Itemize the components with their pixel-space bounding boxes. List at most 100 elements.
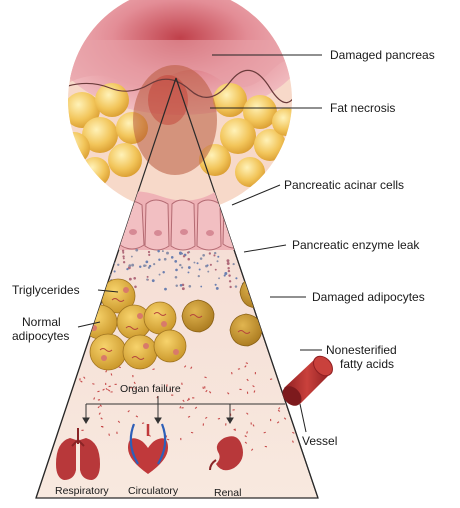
enzyme-particle	[193, 261, 196, 264]
fatty-acid-particle	[179, 406, 182, 409]
enzyme-particle	[227, 267, 230, 270]
label-damaged-pancreas: Damaged pancreas	[330, 48, 435, 62]
fatty-acid-particle	[264, 445, 268, 448]
enzyme-particle	[267, 282, 271, 286]
magnified-pancreas-circle	[68, 0, 292, 212]
fatty-acid-particle	[277, 409, 281, 412]
enzyme-particle	[232, 262, 235, 266]
label-vessel: Vessel	[302, 434, 337, 448]
enzyme-particle	[213, 251, 217, 255]
label-normal-adipocytes-1: Normal	[22, 315, 61, 329]
fatty-acid-particle	[190, 431, 194, 434]
heart-icon	[128, 423, 168, 474]
organ-failure-bracket	[82, 396, 285, 424]
enzyme-particle	[235, 277, 238, 280]
fatty-acid-particle	[98, 412, 101, 415]
fatty-acid-particle	[130, 387, 133, 389]
fatty-acid-particle	[217, 417, 221, 420]
enzyme-particle	[254, 272, 257, 276]
enzyme-particle	[181, 283, 185, 287]
enzyme-particle	[146, 278, 149, 281]
enzyme-particle	[250, 286, 254, 290]
enzyme-particle	[187, 251, 190, 254]
enzyme-particle	[126, 267, 129, 271]
fatty-acid-particle	[263, 431, 266, 434]
fatty-acid-particle	[299, 361, 302, 363]
enzyme-particle	[187, 266, 191, 269]
enzyme-particle	[147, 250, 151, 254]
enzyme-particle	[226, 262, 230, 265]
enzyme-particle	[218, 277, 220, 280]
label-fat-necrosis: Fat necrosis	[330, 101, 395, 115]
enzyme-particle	[134, 285, 137, 289]
fatty-acid-particle	[181, 407, 184, 409]
enzyme-particle	[200, 285, 203, 288]
enzyme-particle	[253, 269, 257, 273]
fatty-acid-particle	[108, 433, 110, 436]
fatty-acid-particle	[231, 372, 233, 375]
label-circulatory: Circulatory	[128, 485, 179, 497]
label-acinar-cells: Pancreatic acinar cells	[284, 178, 404, 192]
fatty-acid-particle	[246, 431, 248, 434]
enzyme-particle	[157, 249, 160, 253]
enzyme-particle	[108, 268, 112, 271]
enzyme-particle	[229, 285, 232, 289]
enzyme-particle	[209, 263, 212, 266]
fatty-acid-particle	[291, 440, 294, 443]
enzyme-particle	[170, 256, 174, 259]
fatty-acid-particle	[292, 431, 295, 434]
enzyme-particle	[153, 263, 156, 266]
fatty-acid-particle	[278, 407, 281, 410]
fatty-acid-particle	[132, 374, 134, 378]
fatty-acid-particle	[194, 406, 198, 409]
enzyme-particle	[208, 252, 211, 255]
fatty-acid-particle	[270, 418, 272, 422]
enzyme-particle	[122, 261, 126, 264]
enzyme-particle	[151, 279, 155, 283]
fatty-acid-particle	[127, 410, 130, 413]
fatty-acid-particle	[107, 389, 111, 392]
enzyme-particle	[214, 283, 217, 286]
fatty-acid-particle	[237, 368, 241, 370]
enzyme-particle	[139, 265, 142, 268]
fatty-acid-particle	[246, 391, 249, 394]
enzyme-particle	[252, 259, 255, 262]
fatty-acid-particle	[276, 421, 280, 424]
enzyme-particle	[158, 273, 161, 276]
enzyme-particle	[162, 271, 165, 274]
fatty-acid-particle	[110, 373, 113, 376]
fatty-acid-particle	[182, 399, 185, 403]
enzyme-particle	[260, 272, 263, 275]
label-respiratory: Respiratory	[55, 485, 109, 497]
fatty-acid-particle	[135, 415, 139, 418]
enzyme-particle	[223, 274, 226, 277]
label-organ-failure: Organ failure	[120, 383, 181, 395]
enzyme-particle	[199, 257, 203, 260]
fatty-acid-particle	[133, 381, 136, 385]
label-nefa-1: Nonesterified	[326, 343, 397, 357]
enzyme-particle	[175, 284, 178, 288]
enzyme-particle	[214, 268, 217, 271]
fatty-acid-particle	[208, 391, 212, 394]
enzyme-particle	[174, 260, 178, 263]
fatty-acid-particle	[233, 428, 236, 431]
enzyme-particle	[122, 255, 125, 258]
fatty-acid-particle	[100, 417, 103, 420]
fatty-acid-particle	[152, 368, 155, 371]
fatty-acid-particle	[134, 388, 137, 390]
fatty-acid-particle	[114, 383, 117, 385]
fatty-acid-particle	[180, 437, 182, 441]
enzyme-particle	[174, 275, 178, 279]
fatty-acid-particle	[101, 425, 104, 428]
enzyme-particle	[179, 283, 183, 287]
fatty-acid-particle	[250, 422, 252, 425]
enzyme-particle	[241, 255, 244, 258]
enzyme-particle	[164, 287, 167, 291]
lungs-icon	[56, 428, 100, 480]
fatty-acid-particle	[105, 382, 107, 386]
fatty-acid-particle	[245, 362, 249, 365]
enzyme-particle	[202, 253, 205, 257]
fatty-acid-particle	[204, 376, 207, 379]
enzyme-particle	[175, 268, 178, 272]
